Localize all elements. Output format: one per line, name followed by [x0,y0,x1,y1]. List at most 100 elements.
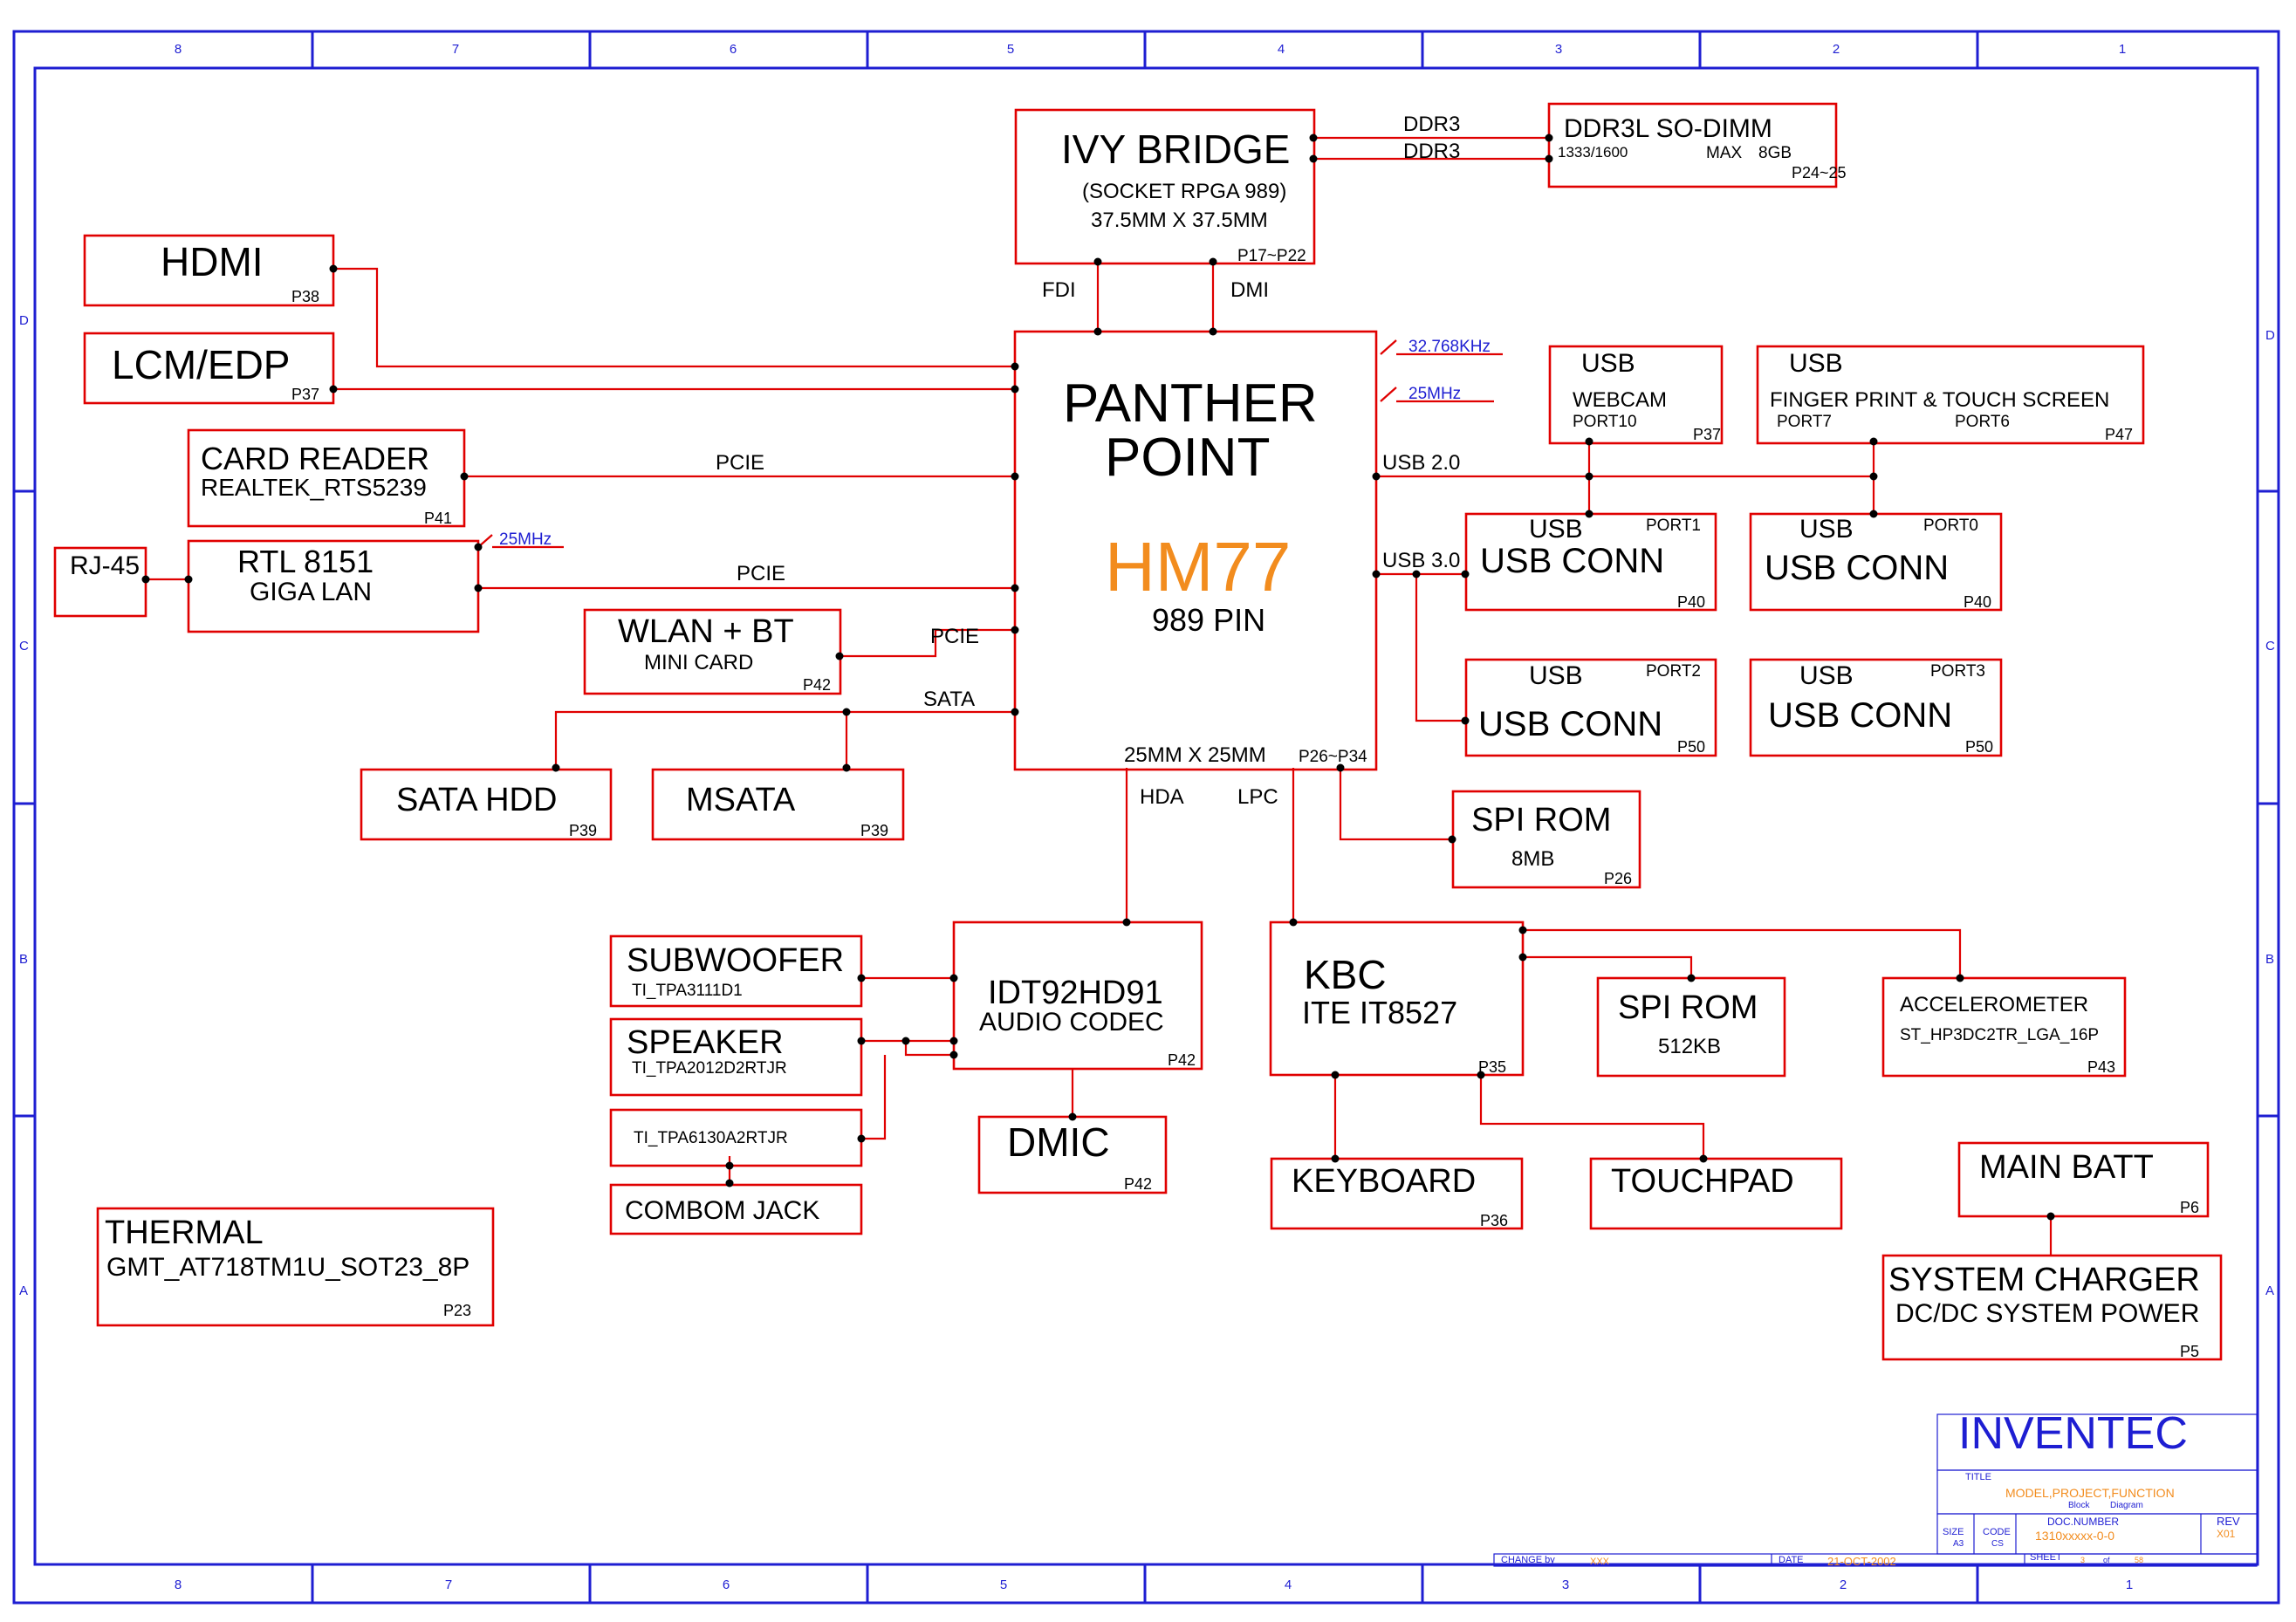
charger-name: SYSTEM CHARGER [1888,1262,2200,1298]
ddr-speed: 1333/1600 [1558,144,1628,161]
speaker-box[interactable] [609,1017,863,1097]
accel-page: P43 [2087,1058,2115,1076]
combo-box[interactable] [609,1183,863,1235]
usb-port0-usb: USB [1799,515,1854,544]
row-left-c: C [19,639,29,654]
pch-box[interactable] [1013,330,1378,771]
junction-dots [141,133,2055,1221]
hdmi-page: P38 [291,288,319,305]
title-value: MODEL,PROJECT,FUNCTION [2005,1486,2175,1500]
finger-usb: USB [1789,349,1843,378]
size-value: A3 [1953,1539,1964,1549]
kbc-box[interactable] [1269,921,1525,1077]
charger-box[interactable] [1881,1254,2223,1361]
rj45-name: RJ-45 [70,551,140,580]
hpamp-part: TI_TPA6130A2RTJR [634,1129,788,1147]
usb-port2-box[interactable] [1464,658,1717,757]
link-usb2: USB 2.0 [1382,451,1460,475]
cpu-box[interactable] [1014,108,1316,265]
thermal-part: GMT_AT718TM1U_SOT23_8P [106,1253,469,1282]
subwoofer-part: TI_TPA3111D1 [632,982,743,1000]
finger-box[interactable] [1756,345,2145,445]
usb-port1-name: USB CONN [1480,542,1664,580]
webcam-usb: USB [1581,349,1635,378]
row-left-a: A [19,1283,28,1298]
row-right-b: B [2265,952,2274,967]
ddr-box[interactable] [1547,102,1838,188]
satahdd-box[interactable] [360,768,613,841]
usb-port3-box[interactable] [1749,658,2003,757]
satahdd-name: SATA HDD [396,782,557,818]
usb-port3-port: PORT3 [1930,662,1985,681]
cpu-name: IVY BRIDGE [1061,127,1290,172]
webcam-page: P37 [1693,426,1721,443]
finger-port7: PORT7 [1777,413,1832,431]
col-bottom-5: 5 [1000,1578,1007,1592]
wlan-sub: MINI CARD [644,651,753,674]
usb-port1-usb: USB [1529,515,1583,544]
subwoofer-box[interactable] [609,934,863,1008]
col-top-7: 7 [452,42,459,57]
ddr-max: MAX [1706,144,1743,162]
spirom1-name: SPI ROM [1471,802,1611,838]
row-right-d: D [2265,328,2275,343]
link-sata: SATA [923,688,975,711]
hdmi-name: HDMI [161,239,264,284]
usb-port3-usb: USB [1799,661,1854,690]
mainbatt-box[interactable] [1957,1141,2210,1218]
satahdd-page: P39 [569,822,597,839]
cpu-size: 37.5MM X 37.5MM [1091,209,1268,232]
lcm-box[interactable] [83,332,335,405]
msata-name: MSATA [686,782,796,818]
size-label: SIZE [1943,1527,1964,1537]
wires [147,136,2053,1256]
kbc-name: KBC [1304,952,1387,997]
spirom1-size: 8MB [1511,847,1554,871]
msata-box[interactable] [651,768,905,841]
speaker-part: TI_TPA2012D2RTJR [632,1059,787,1078]
accel-box[interactable] [1881,976,2127,1078]
thermal-name: THERMAL [105,1215,264,1251]
link-usb3: USB 3.0 [1382,549,1460,572]
cardreader-name: CARD READER [201,441,429,476]
row-left-b: B [19,952,28,967]
col-bottom-8: 8 [175,1578,182,1592]
drawing-frame: 8 7 6 5 4 3 2 1 8 7 6 5 4 3 2 1 D C B A … [12,30,2280,1605]
charger-page: P5 [2180,1343,2199,1360]
codec-page: P42 [1168,1051,1196,1069]
ddr-name: DDR3L SO-DIMM [1564,114,1772,143]
pch-pins: 989 PIN [1152,602,1265,638]
sheet-label: SHEET [2030,1552,2062,1563]
dmic-name: DMIC [1007,1119,1110,1165]
finger-page: P47 [2105,426,2133,443]
combo-name: COMBOM JACK [625,1196,819,1225]
codec-box[interactable] [952,921,1203,1071]
sheet-num: 3 [2080,1556,2085,1564]
mainbatt-page: P6 [2180,1199,2199,1216]
finger-port6: PORT6 [1955,413,2010,431]
col-top-8: 8 [175,42,182,57]
wlan-page: P42 [803,676,831,694]
accel-name: ACCELEROMETER [1900,993,2088,1016]
keyboard-box[interactable] [1270,1157,1524,1230]
usb-port1-page: P40 [1677,593,1705,611]
change-label: CHANGE by [1501,1555,1555,1565]
sheet-total: 58 [2135,1556,2143,1564]
cpu-socket: (SOCKET RPGA 989) [1082,180,1286,203]
webcam-box[interactable] [1548,345,1724,445]
accel-part: ST_HP3DC2TR_LGA_16P [1900,1026,2099,1044]
col-bottom-7: 7 [445,1578,452,1592]
title-sub2: Diagram [2110,1501,2143,1510]
link-pcie-lan: PCIE [737,562,785,585]
lan-xtal: 25MHz [499,530,552,549]
outer-border [12,30,2280,1605]
thermal-box[interactable] [96,1207,495,1327]
pch-name2: POINT [1105,428,1270,488]
codec-sub: AUDIO CODEC [979,1008,1164,1037]
link-pcie-wlan: PCIE [930,625,979,648]
wlan-box[interactable] [583,608,842,695]
date-label: DATE [1779,1555,1804,1565]
col-top-2: 2 [1833,42,1840,57]
kbc-page: P35 [1478,1058,1506,1076]
touchpad-box[interactable] [1589,1157,1843,1230]
